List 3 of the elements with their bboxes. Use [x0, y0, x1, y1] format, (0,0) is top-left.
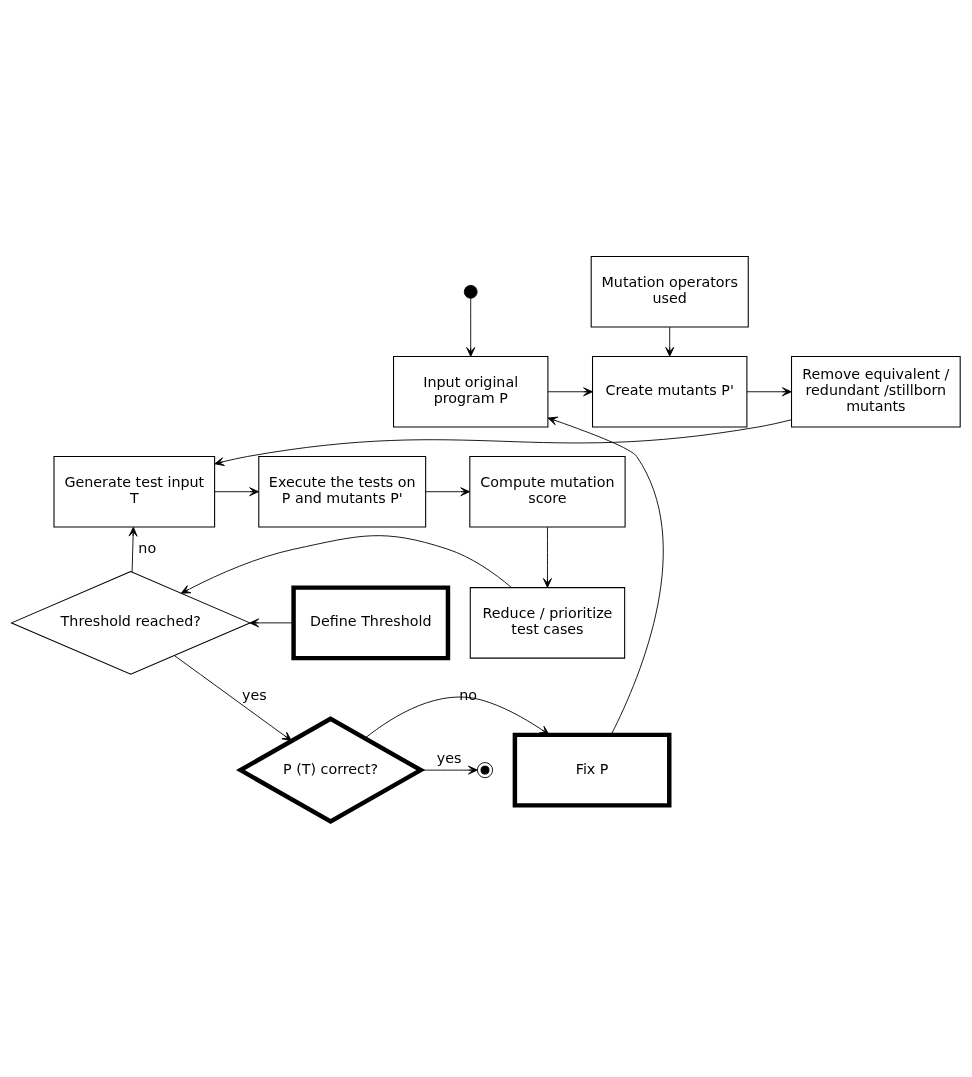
- edge-label: yes: [241, 686, 267, 703]
- edge-label: no: [138, 539, 157, 556]
- edge-label: yes: [436, 749, 462, 766]
